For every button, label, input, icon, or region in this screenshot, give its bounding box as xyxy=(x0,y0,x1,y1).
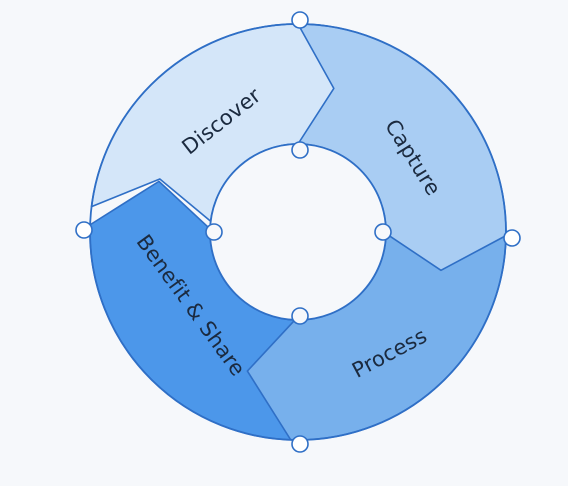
center-hole xyxy=(209,143,387,321)
connector-knob xyxy=(291,307,309,325)
connector-knob xyxy=(75,221,93,239)
connector-knob xyxy=(374,223,392,241)
connector-knob xyxy=(291,141,309,159)
connector-knob xyxy=(291,435,309,453)
connector-knob xyxy=(291,11,309,29)
cycle-ring xyxy=(75,11,521,453)
connector-knob xyxy=(503,229,521,247)
connector-knob xyxy=(205,223,223,241)
